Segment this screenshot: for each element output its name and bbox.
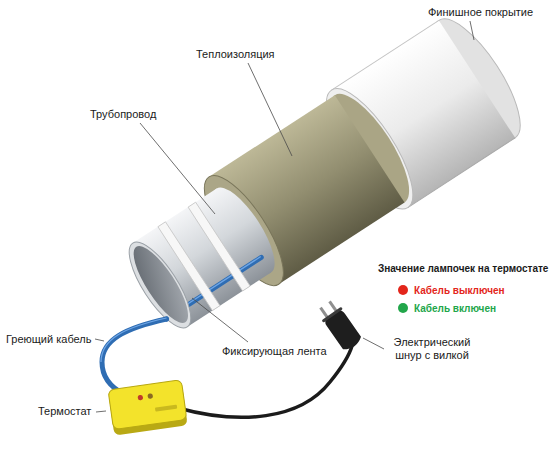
part-label: Электрический шнур с вилкой [388, 336, 476, 362]
leader-line [470, 21, 474, 40]
part-label: Финишное покрытие [428, 6, 533, 19]
fixing-tape [188, 202, 250, 291]
thermostat-lamp [147, 393, 153, 399]
legend-text: Кабель выключен [414, 284, 505, 297]
part-label: Трубопровод [90, 108, 156, 121]
leader-line [95, 339, 104, 341]
part-label: Фиксирующая лента [222, 345, 327, 358]
thermostat-box [108, 380, 188, 436]
pipe-interior [125, 239, 198, 330]
plug-body [323, 308, 363, 353]
part-label: Теплоизоляция [196, 48, 275, 61]
pipe-assembly [108, 7, 536, 353]
legend-text: Кабель включен [414, 302, 496, 315]
leader-line [363, 338, 384, 349]
leader-line [140, 123, 215, 214]
legend-swatch [398, 303, 408, 313]
legend-row: Кабель выключен [398, 281, 505, 299]
thermostat-body [108, 380, 187, 430]
legend-swatch [398, 285, 408, 295]
leader-line [248, 63, 292, 156]
finish-edge [408, 138, 515, 208]
leader-line [192, 298, 248, 342]
finish-edge [332, 20, 439, 90]
plug [315, 298, 364, 354]
legend: Кабель выключенКабель включен [398, 281, 505, 317]
part-label: Термостат [38, 405, 91, 418]
cable-highlight [101, 318, 167, 362]
legend-title: Значение лампочек на термостате [378, 262, 548, 275]
thermostat-lamp [137, 395, 143, 401]
leader-line [96, 411, 106, 412]
plug-rim [322, 307, 343, 323]
power-cord [178, 346, 352, 417]
thermostat-mark [155, 405, 177, 412]
legend-row: Кабель включен [398, 299, 505, 317]
part-label: Греющий кабель [6, 333, 91, 346]
